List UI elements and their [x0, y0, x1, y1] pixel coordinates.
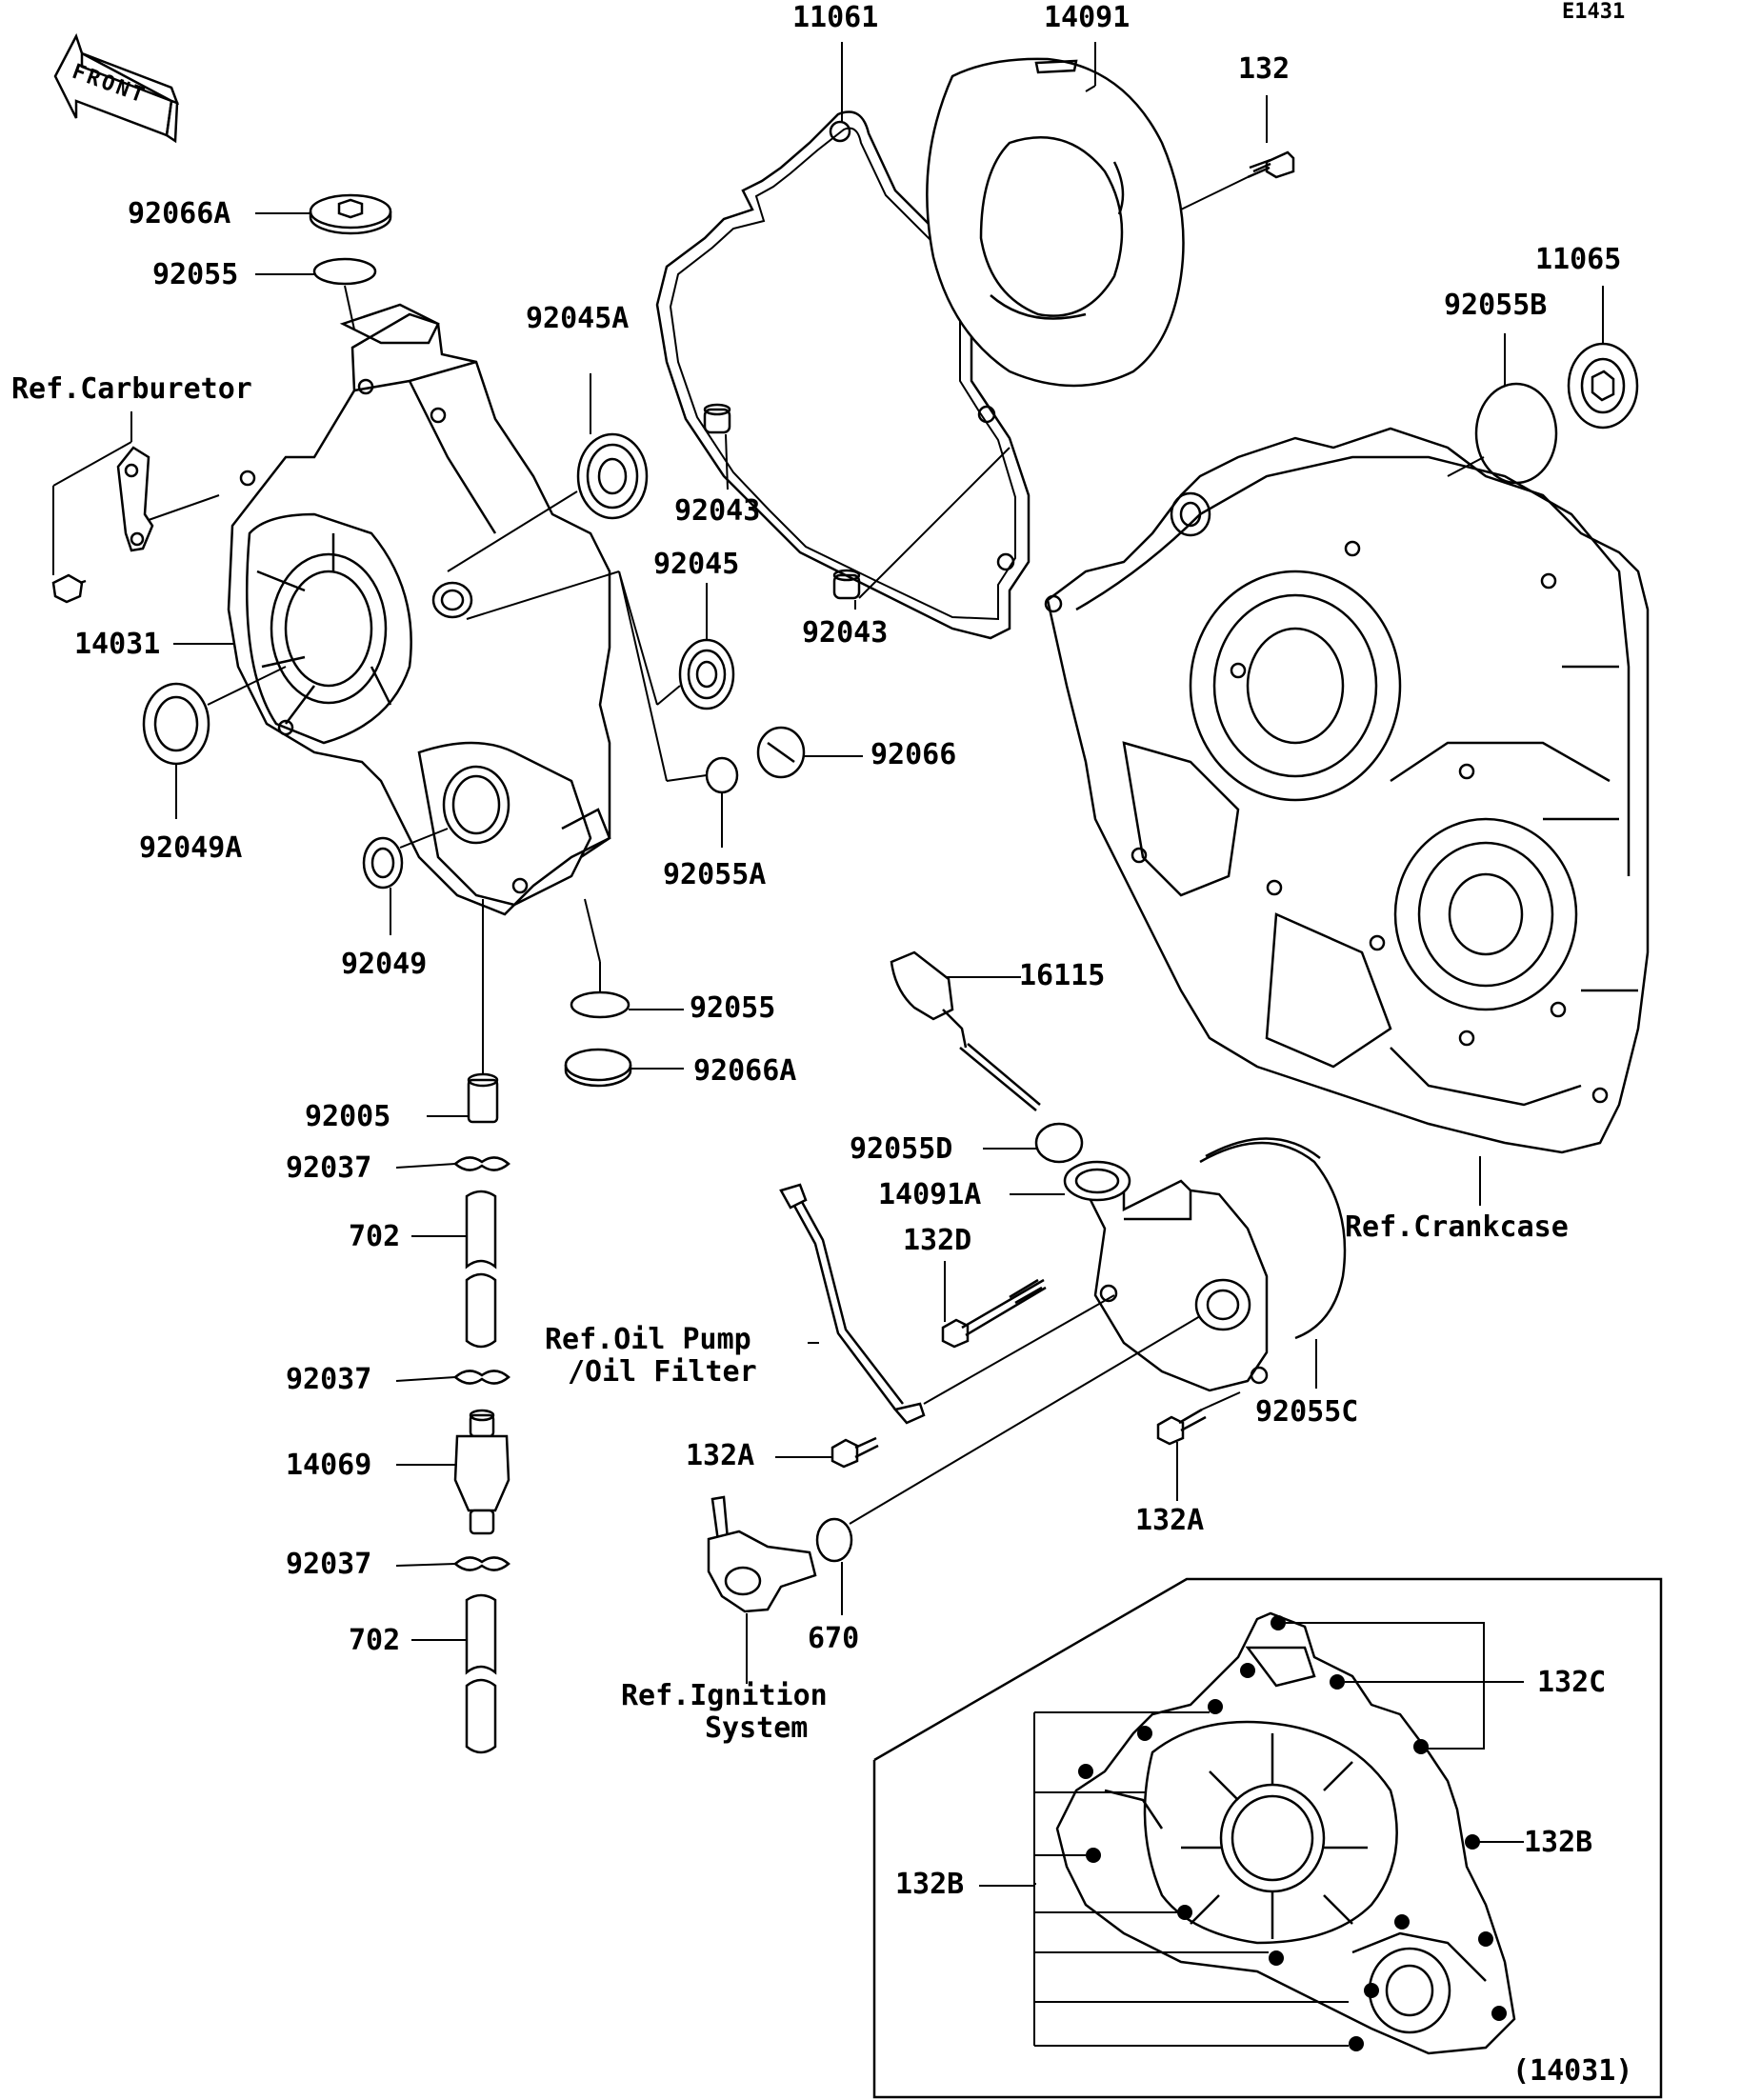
part-label-92066A: 92066A	[128, 197, 231, 230]
part-label-92055: 92055	[152, 258, 239, 291]
o-ring-part	[705, 756, 739, 794]
oil-filter-cover-part	[1063, 1160, 1269, 1392]
dipstick-part	[890, 950, 1041, 1111]
ignition-sensor-reference	[707, 1495, 817, 1613]
diagram-id-label: E1431	[1562, 0, 1626, 24]
bolt-part	[1247, 150, 1295, 179]
part-label-92045A: 92045A	[526, 302, 630, 335]
part-label-92043: 92043	[802, 616, 889, 650]
o-ring-part	[312, 257, 377, 286]
part-label-132B: 132B	[1524, 1826, 1593, 1859]
part-label-670: 670	[808, 1622, 860, 1655]
bearing-part	[576, 432, 649, 520]
filter-cap-part	[1567, 342, 1639, 430]
o-ring-part	[815, 1517, 853, 1563]
leader-lines	[52, 42, 1604, 2047]
part-label-702: 702	[349, 1220, 401, 1253]
part-label-92005: 92005	[305, 1100, 391, 1133]
part-label-92043: 92043	[674, 494, 761, 528]
part-label-132D: 132D	[903, 1224, 972, 1257]
fitting-part	[467, 1072, 499, 1124]
bolt-part	[1156, 1408, 1207, 1446]
ref-ignition-label: Ref.Ignition	[621, 1679, 828, 1712]
part-label-14031: 14031	[74, 628, 161, 661]
clamp-part	[453, 1156, 510, 1171]
o-ring-part	[1474, 382, 1558, 485]
part-label-132A: 132A	[686, 1439, 755, 1472]
part-label-92037: 92037	[286, 1363, 372, 1396]
ref-carburetor-label: Ref.Carburetor	[11, 372, 252, 406]
gasket-part	[655, 110, 1031, 640]
part-label-92055C: 92055C	[1255, 1395, 1359, 1429]
part-label-92045: 92045	[653, 548, 740, 581]
dowel-pin-part	[703, 403, 731, 434]
part-label-92066A: 92066A	[693, 1054, 797, 1088]
part-label-92049A: 92049A	[139, 831, 243, 865]
ref-ignition-system-label: System	[705, 1711, 809, 1745]
part-label-14091: 14091	[1044, 1, 1131, 34]
plug-part	[756, 726, 806, 779]
part-label-702: 702	[349, 1624, 401, 1657]
part-label-132B: 132B	[895, 1868, 965, 1901]
part-label-92055B: 92055B	[1444, 289, 1548, 322]
oil-filler-cap-part	[309, 193, 392, 235]
oil-pipe-reference	[779, 1183, 926, 1425]
oil-seal-part	[142, 682, 210, 766]
part-label-92055D: 92055D	[850, 1132, 953, 1166]
part-label-16115: 16115	[1019, 959, 1106, 992]
bolt-part	[941, 1278, 1047, 1349]
o-ring-part	[1034, 1122, 1084, 1164]
part-label-11065: 11065	[1535, 243, 1622, 276]
part-label-92037: 92037	[286, 1151, 372, 1185]
inset-panel	[872, 1577, 1663, 2099]
bearing-part	[678, 638, 735, 710]
inset-label: (14031)	[1512, 2054, 1633, 2088]
hose-part	[465, 1593, 497, 1754]
front-arrow-icon	[53, 32, 180, 144]
oil-filler-cap-part	[564, 1048, 632, 1088]
part-label-132A: 132A	[1135, 1504, 1205, 1537]
part-label-92066: 92066	[870, 738, 957, 771]
part-label-92055: 92055	[690, 991, 776, 1025]
o-ring-part	[1199, 1141, 1347, 1340]
part-label-14069: 14069	[286, 1449, 372, 1482]
clamp-part	[453, 1556, 510, 1571]
part-label-132C: 132C	[1537, 1666, 1607, 1699]
ref-oil-pump-label: Ref.Oil Pump	[545, 1323, 751, 1356]
oil-seal-part	[362, 836, 404, 890]
cover-plate-part	[926, 57, 1185, 388]
o-ring-part	[570, 990, 630, 1019]
part-label-92037: 92037	[286, 1548, 372, 1581]
part-label-14091A: 14091A	[878, 1178, 982, 1211]
bolt-part	[830, 1436, 879, 1469]
fuel-filter-part	[453, 1409, 510, 1535]
ref-oil-filter-label: /Oil Filter	[568, 1355, 757, 1389]
left-crankcase-cover-part	[227, 303, 611, 916]
part-label-11061: 11061	[792, 1, 879, 34]
crankcase-reference	[1044, 427, 1650, 1154]
part-label-92049: 92049	[341, 948, 428, 981]
clamp-part	[453, 1370, 510, 1385]
ref-crankcase-label: Ref.Crankcase	[1345, 1210, 1569, 1244]
hose-part	[465, 1190, 497, 1349]
part-label-132: 132	[1238, 52, 1291, 86]
part-label-92055A: 92055A	[663, 858, 767, 891]
carburetor-bracket-part	[51, 446, 154, 604]
